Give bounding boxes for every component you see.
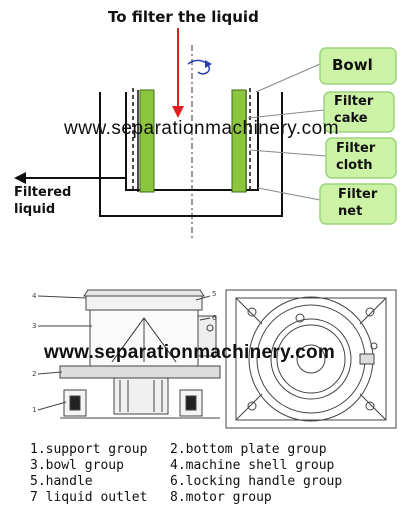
inflow-arrow <box>172 28 184 118</box>
filter-cake-left <box>139 89 155 193</box>
legend-item: 8.motor group <box>170 490 272 505</box>
part-number: 1 <box>32 406 36 414</box>
callout-line: cake <box>334 111 368 126</box>
part-number: 3 <box>32 322 36 330</box>
part-number: 6 <box>212 314 217 322</box>
watermark-bottom: www.separationmachinery.com <box>44 342 336 363</box>
callout-bowl: Bowl <box>332 56 373 74</box>
callout-filter-net: Filter net <box>338 186 377 220</box>
elevation-view <box>37 289 221 419</box>
legend-row: 1.support group 2.bottom plate group <box>30 442 342 458</box>
legend-item: 1.support group <box>30 442 148 457</box>
part-number-labels: 4 3 2 1 5 6 <box>32 290 217 414</box>
callout-filter-cloth: Filter cloth <box>336 140 375 174</box>
callout-filter-cake: Filter cake <box>334 93 373 127</box>
legend-item: 2.bottom plate group <box>170 442 327 457</box>
part-number: 2 <box>32 370 36 378</box>
plan-view <box>225 289 397 429</box>
legend-item: 6.locking handle group <box>170 474 343 489</box>
filtered-liquid-arrow <box>14 172 126 184</box>
rotation-arrow <box>187 59 212 75</box>
tank-outline <box>99 92 283 217</box>
legend-row: 5.handle 6.locking handle group <box>30 474 342 490</box>
label-line: Filtered <box>14 185 72 200</box>
legend-item: 5.handle <box>30 474 93 489</box>
callout-line: net <box>338 204 363 219</box>
callout-boxes <box>319 47 397 225</box>
callout-line: Filter <box>338 187 378 202</box>
legend-row: 3.bowl group 4.machine shell group <box>30 458 342 474</box>
filter-cake-right <box>231 89 247 193</box>
legend-item: 4.machine shell group <box>170 458 335 473</box>
filtered-liquid-label: Filtered liquid <box>14 184 71 218</box>
legend-item: 7 liquid outlet <box>30 490 148 505</box>
callout-leaders <box>247 63 327 201</box>
diagram-title: To filter the liquid <box>108 8 259 26</box>
callout-line: Filter <box>336 141 376 156</box>
part-number: 5 <box>212 290 216 298</box>
parts-legend: 1.support group 2.bottom plate group 3.bo… <box>30 442 342 506</box>
label-line: liquid <box>14 202 56 217</box>
legend-row: 7 liquid outlet 8.motor group <box>30 490 342 506</box>
watermark-top: www.separationmachinery.com <box>64 118 340 139</box>
legend-item: 3.bowl group <box>30 458 124 473</box>
callout-line: cloth <box>336 158 373 173</box>
callout-line: Filter <box>334 94 374 109</box>
part-number: 4 <box>32 292 37 300</box>
